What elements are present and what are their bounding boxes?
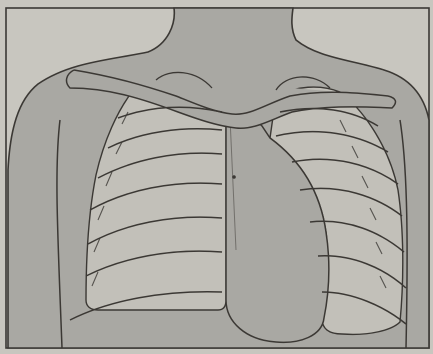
- mediastinum-marker: [232, 175, 236, 179]
